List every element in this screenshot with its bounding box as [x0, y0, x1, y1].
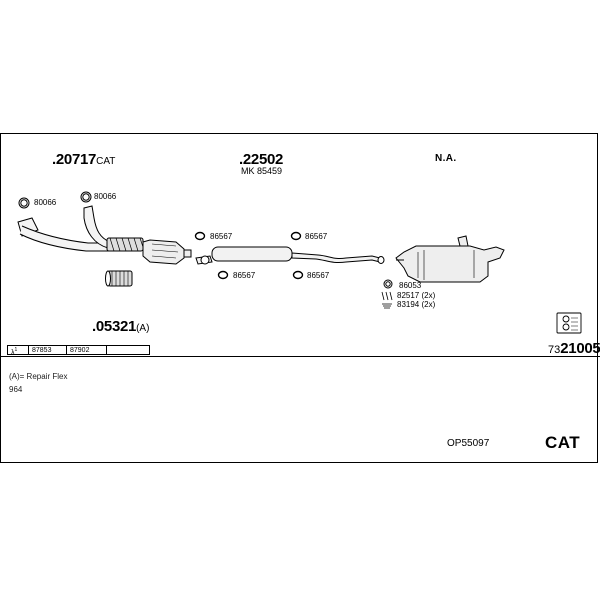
front-pipe-icon	[17, 205, 111, 252]
part-86567-d: 86567	[307, 271, 330, 280]
extra-note: 964	[9, 385, 23, 394]
rubber-hanger-icon-d	[292, 270, 304, 280]
part-82517: 82517 (2x)	[397, 291, 436, 300]
group-cat-suffix: CAT	[96, 156, 116, 167]
legend-note: (A)= Repair Flex	[9, 372, 68, 381]
spring-icon	[381, 291, 393, 301]
lambda-cell-1: 87853	[29, 346, 67, 354]
group-flex-label: .05321(A)	[92, 319, 149, 334]
rubber-hanger-icon-a	[194, 231, 206, 241]
rear-silencer-icon	[395, 235, 505, 283]
type-label: CAT	[545, 433, 581, 452]
middle-silencer-icon	[195, 246, 385, 265]
part-86567-c: 86567	[233, 271, 256, 280]
reference-code: 21005	[560, 340, 600, 357]
group-middle-code: .22502	[239, 151, 284, 168]
group-cat-code: .20717	[52, 151, 97, 168]
bolt-icon	[382, 303, 392, 309]
group-rear-label: N.A.	[435, 153, 457, 164]
part-86567-a: 86567	[210, 232, 233, 241]
part-80066-a: 80066	[34, 198, 57, 207]
part-86053: 86053	[399, 281, 422, 290]
lambda-table: λ1 87853 87902	[7, 345, 150, 357]
group-middle-kit: MK 85459	[241, 166, 283, 176]
repair-flex-icon	[105, 270, 133, 287]
divider-line	[0, 356, 600, 357]
rubber-hanger-icon-b	[290, 231, 302, 241]
group-cat-label: .20717CAT	[52, 152, 115, 167]
kit-code: OP55097	[447, 438, 490, 449]
clamp-ring-icon-c	[383, 279, 393, 289]
rubber-hanger-icon-c	[217, 270, 229, 280]
reference-number: 7321005	[548, 341, 600, 356]
lambda-sup: 1	[14, 347, 18, 353]
clamp-ring-icon-b	[80, 191, 92, 203]
part-83194: 83194 (2x)	[397, 300, 436, 309]
catalytic-converter-icon	[142, 239, 192, 265]
lambda-cell-2: 87902	[67, 346, 107, 354]
part-80066-b: 80066	[94, 192, 117, 201]
flex-pipe-icon	[106, 237, 144, 252]
lambda-symbol: λ	[11, 349, 15, 357]
reference-prefix: 73	[548, 344, 561, 356]
mounting-kit-icon	[556, 312, 582, 334]
lambda-symbol-cell: λ1	[8, 346, 29, 357]
group-flex-code: .05321	[92, 318, 137, 335]
clamp-ring-icon-a	[18, 197, 30, 209]
group-flex-suffix: (A)	[136, 323, 150, 334]
part-86567-b: 86567	[305, 232, 328, 241]
diagram-frame	[0, 133, 598, 463]
